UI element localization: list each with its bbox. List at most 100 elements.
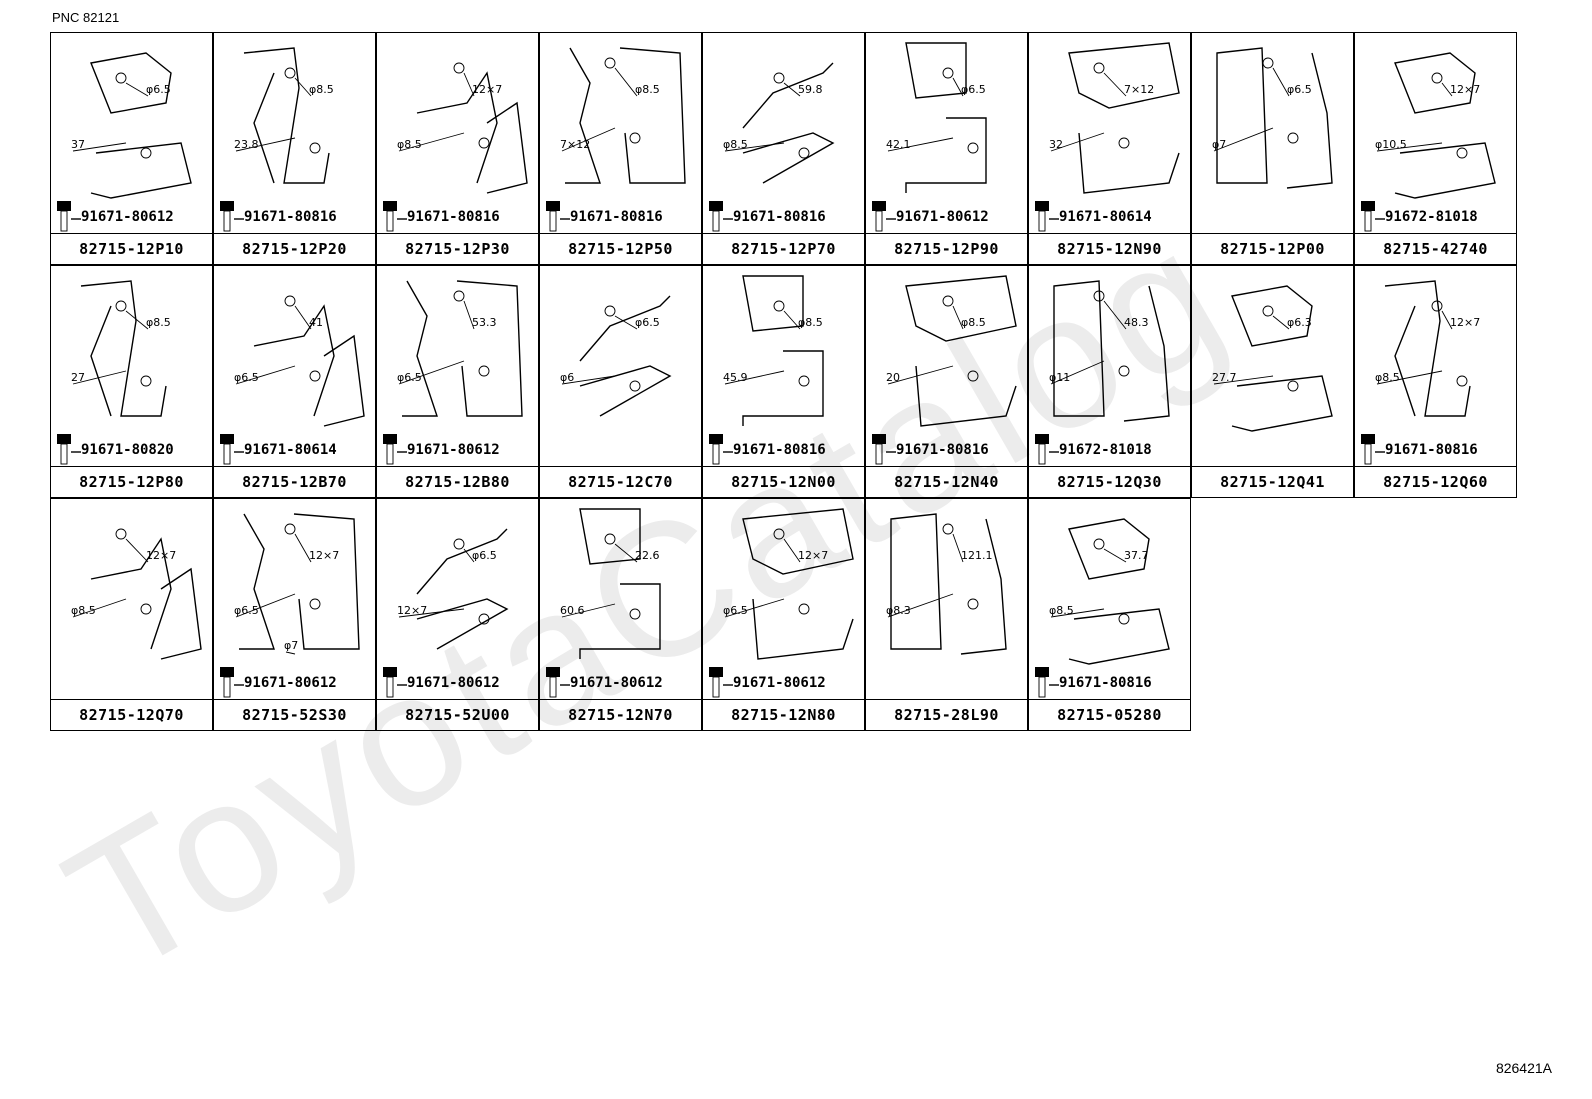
bracket-outline bbox=[402, 280, 523, 417]
mounting-hole bbox=[798, 147, 810, 159]
leader-line bbox=[398, 608, 465, 618]
dimension-label: φ8.5 bbox=[71, 604, 96, 617]
part-number: 82715-12N80 bbox=[703, 699, 864, 730]
part-number: 82715-12P10 bbox=[51, 233, 212, 264]
bracket-drawing: φ8.545.9 bbox=[709, 275, 824, 465]
mounting-hole bbox=[309, 598, 321, 610]
mounting-hole bbox=[1093, 290, 1105, 302]
mounting-hole bbox=[478, 137, 490, 149]
bracket-outline bbox=[1068, 42, 1180, 194]
bolt-icon bbox=[1035, 667, 1059, 698]
dimension-label: φ6.3 bbox=[1287, 316, 1312, 329]
mounting-hole bbox=[942, 523, 954, 535]
leader-line bbox=[235, 593, 296, 618]
part-number: 82715-12P20 bbox=[214, 233, 375, 264]
part-cell[interactable]: φ6.3 27.7 82715-12Q41 bbox=[1191, 265, 1354, 498]
leader-line bbox=[724, 598, 785, 618]
leader-line bbox=[72, 598, 127, 618]
bracket-drawing: 12×7φ6.5 bbox=[709, 508, 854, 698]
dimension-label: φ6.5 bbox=[234, 371, 259, 384]
dimension-label: φ8.5 bbox=[635, 83, 660, 96]
mounting-hole bbox=[798, 375, 810, 387]
dimension-label: φ6.5 bbox=[635, 316, 660, 329]
part-number: 82715-52S30 bbox=[214, 699, 375, 730]
leader-line bbox=[235, 365, 296, 385]
dimension-label: 48.3 bbox=[1124, 316, 1149, 329]
dimension-label: 41 bbox=[309, 316, 323, 329]
part-number: 82715-12Q41 bbox=[1192, 466, 1353, 497]
dimension-label: 27 bbox=[71, 371, 85, 384]
dimension-label: 12×7 bbox=[1450, 83, 1480, 96]
bolt-part-number: 91671-80816 bbox=[896, 442, 989, 458]
bolt-icon bbox=[383, 201, 407, 232]
dimension-label: 27.7 bbox=[1212, 371, 1237, 384]
bolt-icon bbox=[709, 667, 733, 698]
mounting-hole bbox=[1118, 365, 1130, 377]
leader-line bbox=[72, 370, 127, 385]
mounting-hole bbox=[284, 523, 296, 535]
part-number: 82715-42740 bbox=[1355, 233, 1516, 264]
dimension-label: φ8.5 bbox=[397, 138, 422, 151]
bolt-part-number: 91671-80816 bbox=[570, 209, 663, 225]
mounting-hole bbox=[115, 300, 127, 312]
mounting-hole bbox=[284, 67, 296, 79]
bolt-part-number: 91671-80816 bbox=[1059, 675, 1152, 691]
mounting-hole bbox=[604, 305, 616, 317]
bolt-part-number: 91671-80612 bbox=[81, 209, 174, 225]
dimension-label: φ8.5 bbox=[723, 138, 748, 151]
dimension-label: 12×7 bbox=[146, 549, 176, 562]
dimension-label: 121.1 bbox=[961, 549, 993, 562]
dimension-label: φ8.5 bbox=[798, 316, 823, 329]
bracket-drawing: 12×7 φ8.5 bbox=[71, 528, 202, 660]
mounting-hole bbox=[140, 147, 152, 159]
bracket-outline bbox=[1216, 47, 1333, 189]
part-number: 82715-52U00 bbox=[377, 699, 538, 730]
dimension-label: φ6.5 bbox=[723, 604, 748, 617]
mounting-hole bbox=[773, 300, 785, 312]
bolt-icon bbox=[57, 434, 81, 465]
bracket-outline bbox=[416, 528, 509, 650]
bracket-outline bbox=[565, 47, 686, 184]
bracket-drawing: 37.7φ8.5 bbox=[1035, 518, 1170, 698]
bolt-icon bbox=[1035, 201, 1059, 232]
bolt-icon bbox=[220, 667, 244, 698]
dimension-label: φ8.5 bbox=[309, 83, 334, 96]
mounting-hole bbox=[629, 380, 641, 392]
part-number: 82715-12P30 bbox=[377, 233, 538, 264]
bracket-drawing: φ8.527 bbox=[57, 280, 171, 465]
bolt-icon bbox=[57, 201, 81, 232]
bracket-drawing: φ6.512×7 bbox=[383, 528, 509, 698]
leader-line bbox=[125, 538, 149, 563]
bracket-drawing: φ6.537 bbox=[57, 52, 192, 232]
mounting-hole bbox=[942, 67, 954, 79]
part-number: 82715-12N70 bbox=[540, 699, 701, 730]
mounting-hole bbox=[1431, 72, 1443, 84]
mounting-hole bbox=[773, 72, 785, 84]
mounting-hole bbox=[1093, 538, 1105, 550]
